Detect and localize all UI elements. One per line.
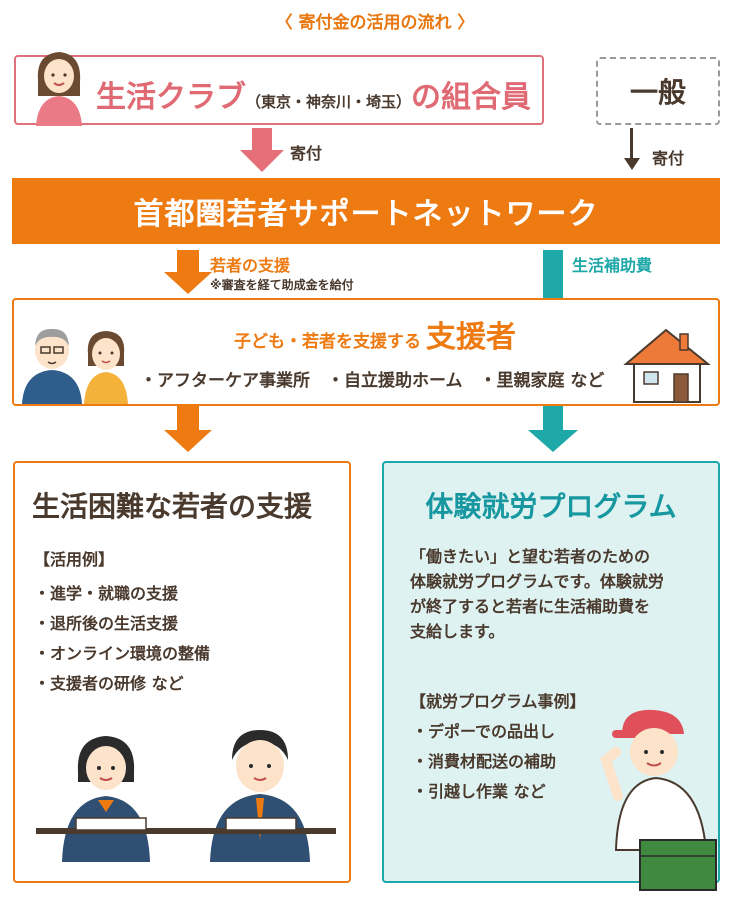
- supporters-examples: ・アフターケア事業所 ・自立援助ホーム ・里親家庭 など: [140, 371, 605, 391]
- donation-label-right: 寄付: [652, 149, 685, 168]
- description-line: 体験就労プログラムです。体験就労: [410, 572, 664, 591]
- youth-support-arrow-shaft: [177, 250, 199, 274]
- program-item: ・デポーでの品出し: [412, 722, 556, 741]
- general-box: 一般: [596, 57, 720, 125]
- woman-member-illustration: [36, 52, 82, 126]
- work-program-title: 体験就労プログラム: [425, 490, 677, 523]
- subsidy-flow-bar: [543, 250, 563, 298]
- network-band: 首都圏若者サポートネットワーク: [12, 178, 720, 244]
- usage-item: ・進学・就職の支援: [34, 584, 179, 603]
- work-program-description: 「働きたい」と望む若者のための 体験就労プログラムです。体験就労 が終了すると若…: [410, 544, 700, 644]
- members-main: 生活クラブ: [96, 80, 246, 115]
- general-donation-arrow-shaft: [630, 128, 633, 160]
- description-line: 「働きたい」と望む若者のための: [410, 547, 651, 566]
- program-item: ・消費材配送の補助: [412, 752, 557, 771]
- donation-label-left: 寄付: [290, 144, 323, 163]
- members-regions: （東京・神奈川・埼玉）: [246, 93, 412, 111]
- to-left-box-arrow-head: [164, 430, 212, 452]
- donation-arrow-head: [240, 150, 284, 172]
- usage-examples-heading: 【活用例】: [34, 550, 115, 569]
- to-right-box-arrow-head: [528, 430, 578, 452]
- living-subsidy-label: 生活補助費: [572, 256, 653, 275]
- youth-support-title: 生活困難な若者の支援: [32, 490, 313, 523]
- students-illustration: [36, 730, 336, 862]
- description-line: が終了すると若者に生活補助費を: [410, 597, 651, 616]
- general-donation-arrow-head: [624, 158, 640, 170]
- usage-item: ・退所後の生活支援: [34, 614, 179, 633]
- description-line: 支給します。: [410, 622, 505, 641]
- youth-support-label: 若者の支援: [210, 256, 291, 275]
- program-item: ・引越し作業 など: [412, 782, 546, 801]
- donation-arrow-shaft: [252, 128, 272, 152]
- members-label: 生活クラブ（東京・神奈川・埼玉）の組合員: [96, 72, 531, 116]
- supporters-lead: 子ども・若者を支援する: [233, 332, 421, 352]
- page-title: 〈 寄付金の活用の流れ 〉: [275, 13, 475, 33]
- supporters-box: [12, 298, 720, 406]
- supporters-couple-illustration: [22, 328, 128, 404]
- youth-support-arrow-head: [164, 272, 212, 294]
- program-examples-heading: 【就労プログラム事例】: [410, 692, 586, 711]
- to-right-box-arrow-shaft: [543, 406, 563, 432]
- members-box: [14, 55, 544, 125]
- to-left-box-arrow-shaft: [177, 406, 199, 432]
- supporters-title: 支援者: [426, 320, 517, 355]
- house-illustration: [623, 328, 711, 403]
- usage-item: ・支援者の研修 など: [34, 674, 184, 693]
- youth-support-note: ※審査を経て助成金を給付: [210, 278, 354, 292]
- members-suffix: の組合員: [411, 80, 532, 115]
- worker-illustration: [600, 709, 717, 891]
- usage-item: ・オンライン環境の整備: [34, 644, 211, 663]
- supporters-heading: 子ども・若者を支援する 支援者: [0, 312, 750, 356]
